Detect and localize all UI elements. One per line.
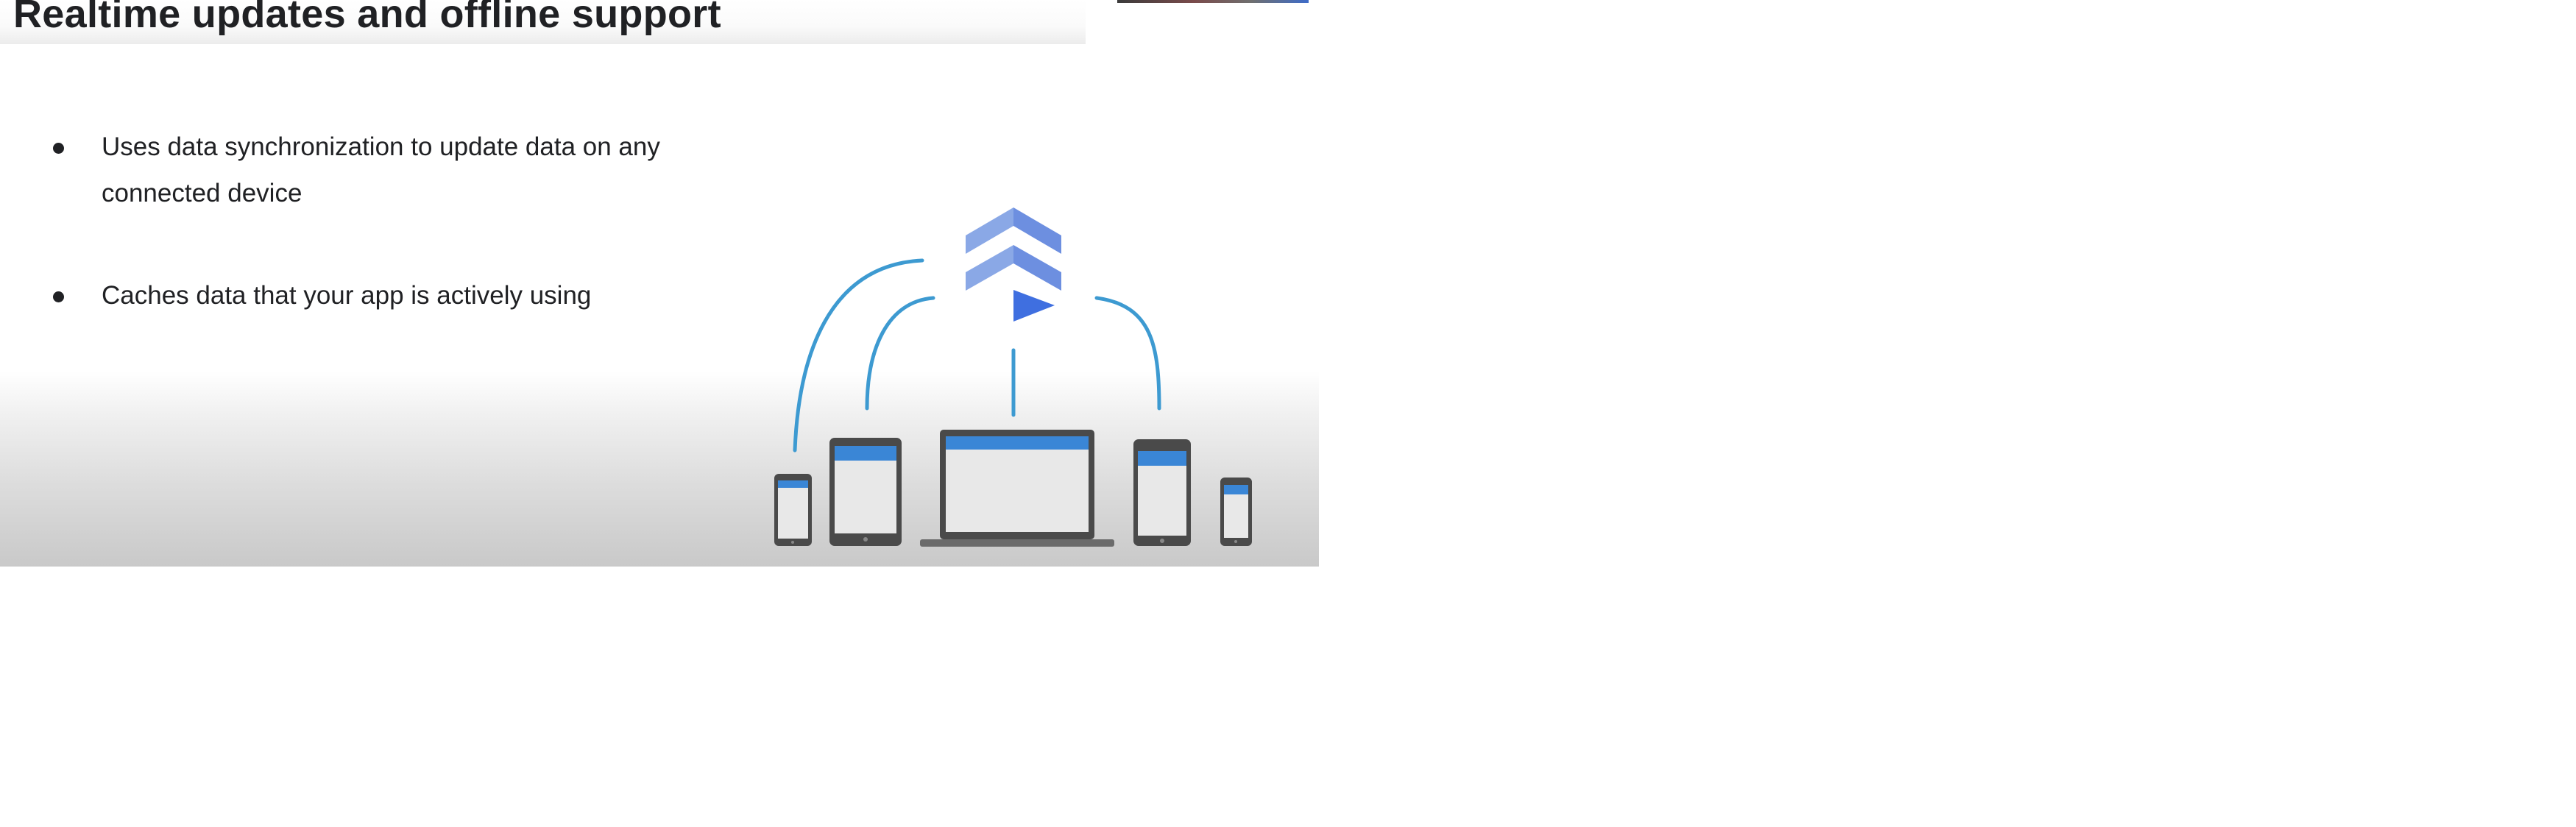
video-thumbnail-strip[interactable] — [1117, 0, 1309, 3]
bullet-text: Caches data that your app is actively us… — [102, 281, 592, 310]
tablet-icon — [829, 438, 902, 546]
firebase-firestore-icon — [966, 207, 1061, 322]
tablet-icon — [1133, 439, 1191, 546]
phone-small-icon — [1220, 478, 1252, 546]
slide-title: Realtime updates and offline support — [13, 0, 721, 36]
phone-small-icon — [774, 474, 812, 546]
sync-diagram — [774, 207, 1252, 547]
sync-line-phone-left — [793, 258, 924, 452]
bullet-dot-icon — [53, 143, 64, 154]
bullet-list: Uses data synchronization to update data… — [52, 124, 714, 319]
bullet-item: Uses data synchronization to update data… — [52, 124, 714, 216]
bullet-dot-icon — [53, 291, 64, 302]
sync-lines — [793, 258, 1161, 452]
laptop-icon — [920, 430, 1114, 547]
slide: Realtime updates and offline support Use… — [0, 0, 1319, 567]
title-band: Realtime updates and offline support — [0, 0, 1086, 44]
bullet-item: Caches data that your app is actively us… — [52, 272, 714, 319]
bullet-text: Uses data synchronization to update data… — [102, 132, 660, 207]
sync-line-tablet-right — [1094, 296, 1161, 411]
sync-line-tablet-left — [865, 296, 935, 411]
